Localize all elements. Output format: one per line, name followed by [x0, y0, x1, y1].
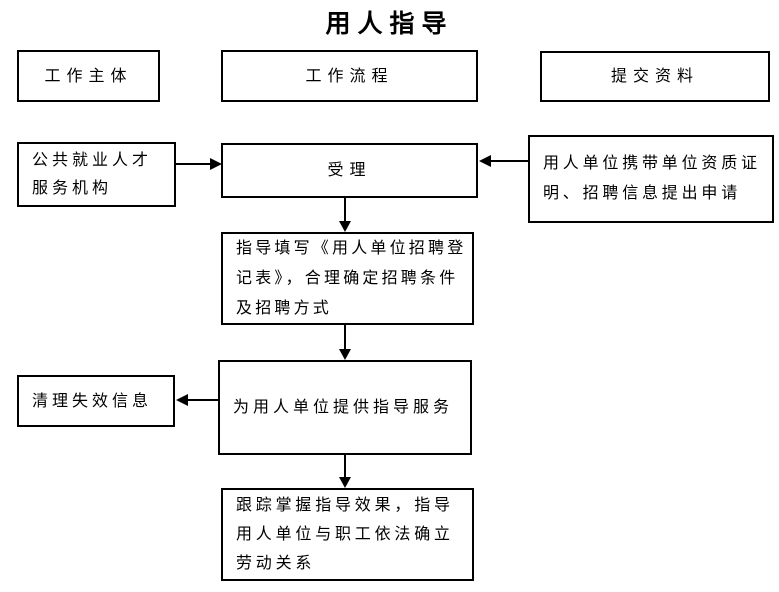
arrow-provide-to-track-icon	[339, 455, 351, 488]
node-employer-application: 用人单位携带单位资质证 明、招聘信息提出申请	[528, 135, 774, 223]
header-label-work-subject: 工作主体	[44, 67, 133, 85]
arrow-shaft	[344, 455, 346, 478]
node-label-guide-fill-form: 指导填写《用人单位招聘登 记表》，合理确定招聘条件 及招聘方式	[236, 239, 467, 317]
node-label-employer-application: 用人单位携带单位资质证 明、招聘信息提出申请	[543, 155, 761, 202]
node-label-track-guidance-effect: 跟踪掌握指导效果，指导 用人单位与职工依法确立 劳动关系	[236, 497, 454, 572]
header-box-work-process: 工作流程	[221, 50, 478, 102]
arrow-shaft	[490, 160, 528, 162]
node-label-agency: 公共就业人才 服务机构	[32, 151, 153, 197]
arrow-head-right	[210, 158, 222, 170]
header-label-submit-materials: 提交资料	[610, 68, 699, 85]
arrow-head-down	[339, 477, 351, 488]
arrow-head-down	[339, 221, 351, 232]
arrow-head-left	[479, 155, 491, 167]
header-label-work-process: 工作流程	[305, 67, 394, 85]
arrow-shaft	[176, 163, 211, 165]
arrow-guide-to-provide-icon	[339, 325, 351, 360]
node-label-accept: 受理	[327, 162, 372, 179]
arrow-head-down	[339, 349, 351, 360]
node-accept: 受理	[221, 143, 478, 198]
arrow-shaft	[187, 399, 218, 401]
header-box-work-subject: 工作主体	[17, 50, 160, 102]
arrow-head-left	[176, 394, 188, 406]
arrow-employer-to-accept-icon	[479, 155, 528, 167]
page-title: 用人指导	[325, 9, 454, 38]
arrow-shaft	[344, 325, 346, 350]
arrow-provide-to-clear-icon	[176, 394, 218, 406]
node-provide-guidance-service: 为用人单位提供指导服务	[218, 360, 472, 455]
node-label-provide-guidance-service: 为用人单位提供指导服务	[233, 399, 454, 416]
arrow-agency-to-accept-icon	[176, 158, 222, 170]
arrow-accept-to-guide-icon	[339, 198, 351, 232]
node-label-clear-invalid-info: 清理失效信息	[32, 392, 153, 410]
node-clear-invalid-info: 清理失效信息	[17, 375, 175, 427]
node-public-employment-agency: 公共就业人才 服务机构	[17, 142, 176, 207]
node-track-guidance-effect: 跟踪掌握指导效果，指导 用人单位与职工依法确立 劳动关系	[221, 488, 474, 581]
header-box-submit-materials: 提交资料	[540, 51, 770, 102]
node-guide-fill-form: 指导填写《用人单位招聘登 记表》，合理确定招聘条件 及招聘方式	[221, 232, 474, 325]
arrow-shaft	[344, 198, 346, 222]
